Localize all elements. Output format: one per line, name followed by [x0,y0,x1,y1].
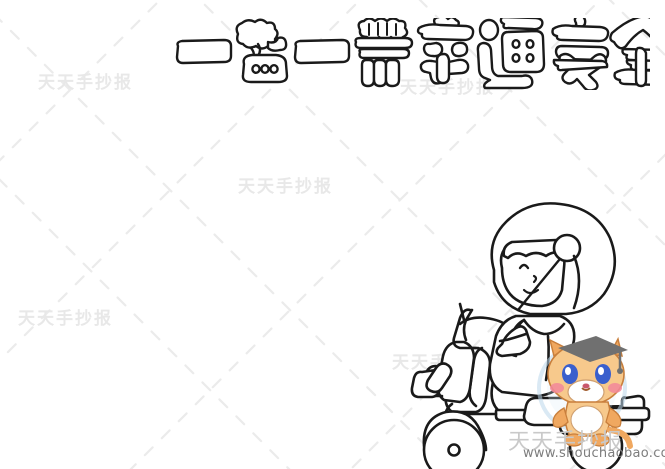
page-title [175,18,650,90]
mascot-cat [547,336,633,449]
title-char-an [551,18,610,90]
rider-arm [495,318,532,358]
site-logo-mascot [537,336,633,449]
watermark-text: 天天手抄报 [18,309,113,329]
site-url: www.shouchaobao.com [523,446,665,461]
title-char-tong [476,18,546,90]
watermark-text: 天天手抄报 [400,78,495,98]
title-char-quan [609,18,650,88]
title-char-jiao [416,18,475,85]
logo-watermark-text: 天天手抄报 [508,429,624,454]
rider-head [490,202,617,316]
title-char-kui [235,18,289,84]
watermark-text: 天天手抄报 [238,177,333,197]
watermark-text: 天天手抄报 [38,73,133,93]
title-char-yi-1 [175,38,233,65]
title-char-dai [354,18,414,88]
title-char-yi-2 [293,38,351,65]
scooter-front-wheel [422,402,488,469]
